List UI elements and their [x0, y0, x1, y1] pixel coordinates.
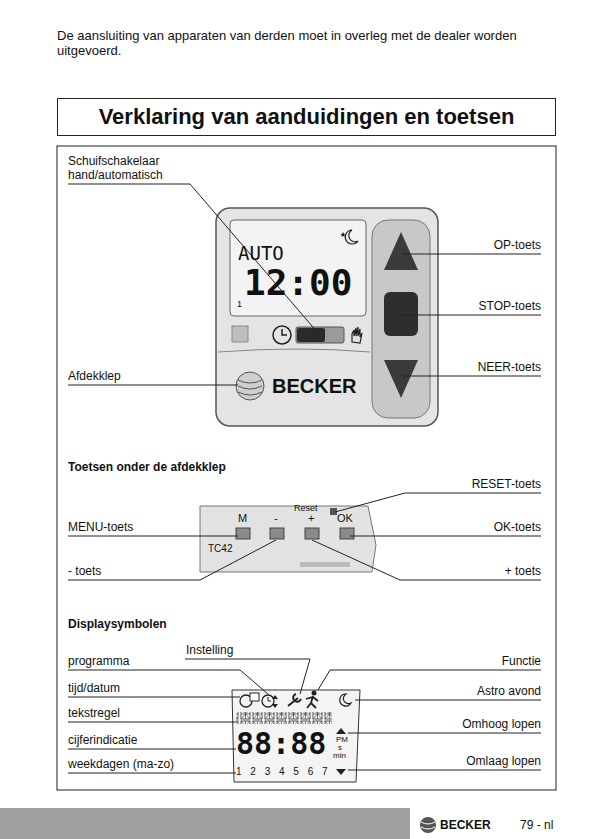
key-label: + [308, 512, 314, 525]
key-label: Reset [294, 503, 318, 513]
callout-label: MENU-toets [68, 520, 133, 534]
footer-logo [420, 817, 436, 833]
lcd-text: AUTO [238, 242, 284, 264]
page-number: 79 - nl [520, 818, 553, 832]
lcd-unit: min [333, 751, 346, 760]
callout-label: RESET-toets [472, 477, 541, 491]
keypad [200, 506, 376, 572]
lcd-time: 12:00 [244, 262, 352, 303]
callout-label: weekdagen (ma-zo) [68, 757, 174, 771]
key-label: - [274, 512, 278, 525]
page-title: Verklaring van aanduidingen en toetsen [99, 104, 515, 130]
model-label: TC42 [208, 543, 232, 555]
weekday-row: 1 2 3 4 5 6 7 [236, 766, 331, 778]
callout-label: - toets [68, 564, 101, 578]
panel-frame [57, 146, 556, 790]
callout-label: tekstregel [68, 706, 120, 720]
callout-label: Schuifschakelaar hand/automatisch [68, 154, 198, 182]
callout-label: OK-toets [494, 520, 541, 534]
lcd-digits: 88:88 [236, 726, 326, 761]
brand-logo: BECKER [440, 818, 491, 832]
lcd-digit: 1 [237, 299, 242, 309]
callout-label: Afdekklep [68, 369, 121, 383]
callout-label: Omlaag lopen [466, 754, 541, 768]
callout-label: OP-toets [494, 238, 541, 252]
brand-logo: BECKER [272, 375, 356, 398]
callout-label: Instelling [186, 643, 233, 657]
callout-label: tijd/datum [68, 681, 120, 695]
callout-label: STOP-toets [479, 299, 541, 313]
leader-lines [68, 184, 541, 773]
key-label: OK [337, 512, 353, 525]
lcd-unit: PM [336, 735, 348, 744]
callout-label: Astro avond [477, 684, 541, 698]
callout-label: Functie [502, 654, 541, 668]
key-label: M [238, 512, 247, 525]
device [216, 208, 438, 426]
section-heading: Toetsen onder de afdekklep [68, 460, 226, 474]
note-text: De aansluiting van apparaten van derden … [57, 28, 555, 58]
callout-label: Omhoog lopen [462, 717, 541, 731]
section-heading: Displaysymbolen [68, 617, 167, 631]
callout-label: programma [68, 654, 129, 668]
lcd-unit: s [338, 743, 342, 752]
footer-bar [0, 808, 410, 839]
callout-label: + toets [505, 564, 541, 578]
callout-label: NEER-toets [478, 360, 541, 374]
callout-label: cijferindicatie [68, 733, 137, 747]
title-box: Verklaring van aanduidingen en toetsen [57, 98, 556, 136]
display-figure [232, 690, 360, 782]
